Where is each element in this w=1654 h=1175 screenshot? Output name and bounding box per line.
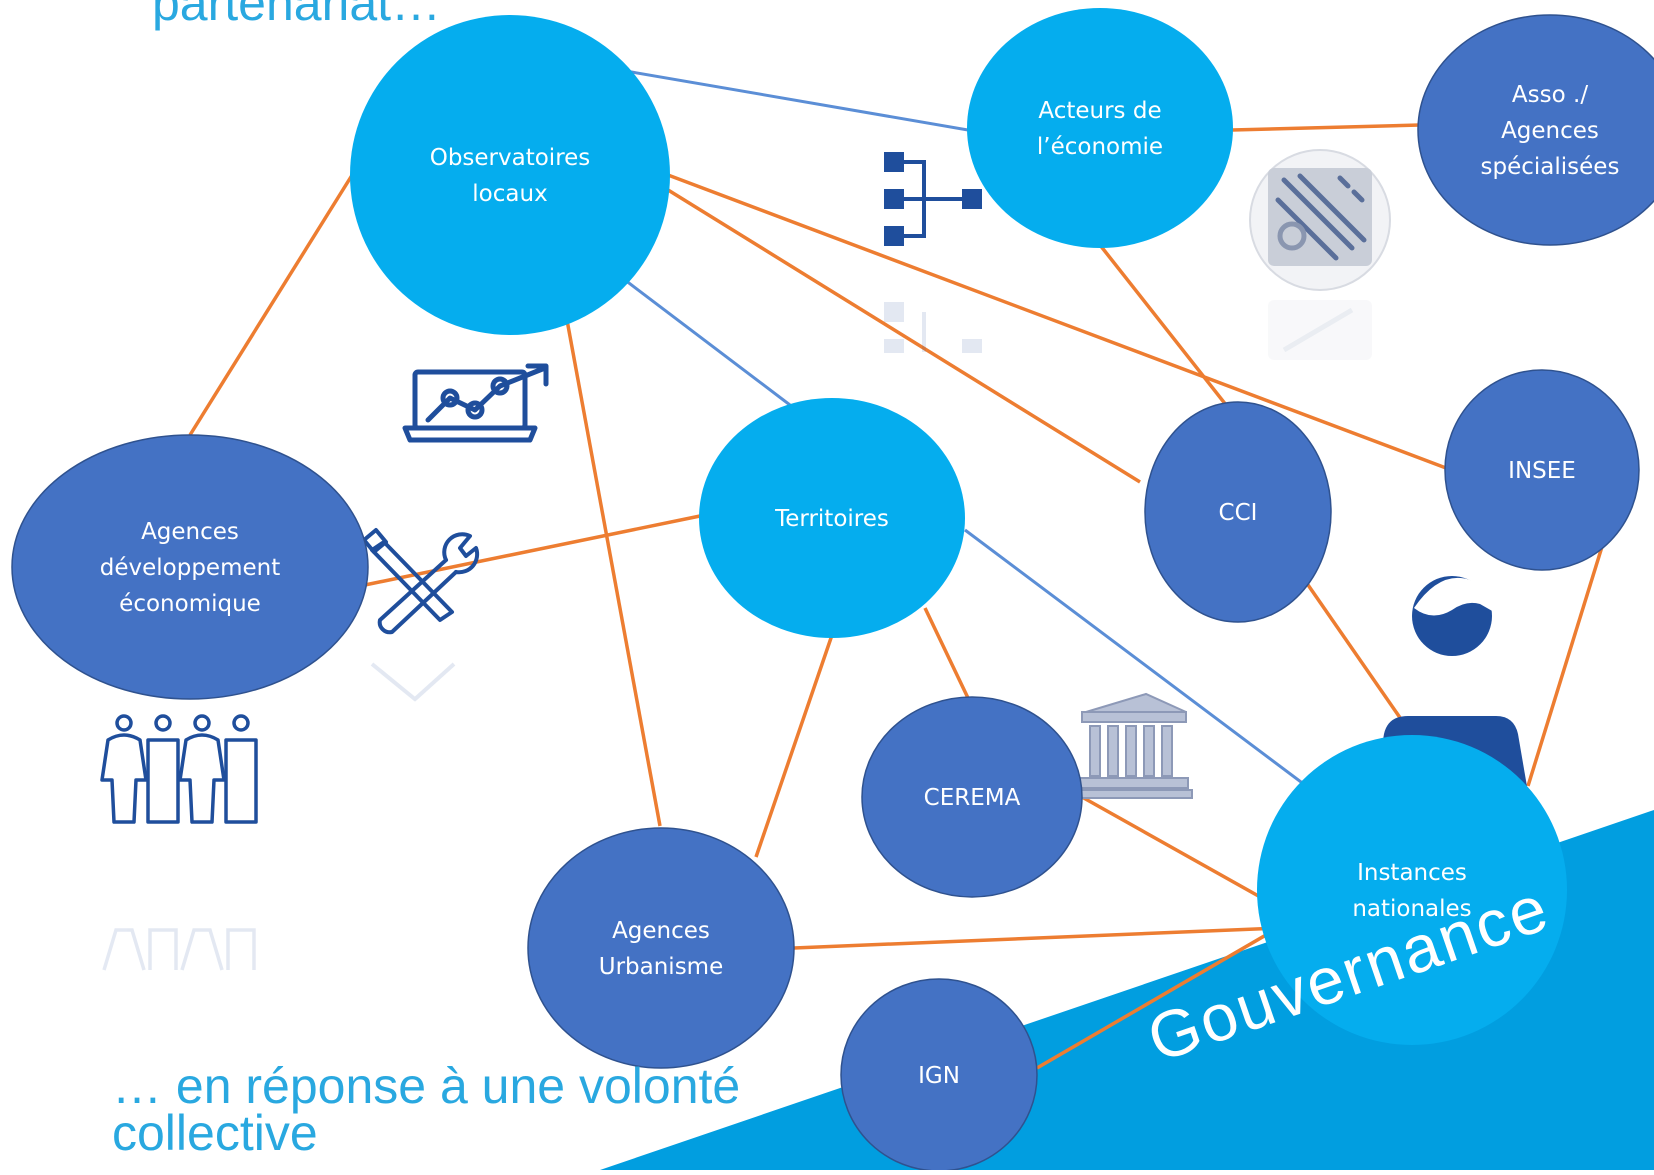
link-territoires-instances	[964, 528, 1306, 787]
node-cci: CCI	[1144, 401, 1332, 623]
analytics-laptop-icon	[402, 363, 549, 443]
node-cerema-label: CEREMA	[924, 785, 1021, 811]
node-acteurs-label: Acteurs de	[1038, 98, 1161, 124]
link-territoires-cerema	[923, 607, 970, 699]
link-observatoires-agences-dev	[188, 171, 356, 436]
node-observatoires-label: locaux	[472, 181, 547, 207]
link-observatoires-insee	[667, 173, 1447, 470]
link-territoires-agences-dev	[359, 514, 701, 588]
node-cerema: CEREMA	[861, 696, 1083, 898]
node-instances: Instances nationales	[1257, 735, 1567, 1045]
link-observatoires-cci	[659, 183, 1141, 484]
node-asso-label: Agences	[1501, 118, 1599, 144]
tools-cross-icon-reflection	[370, 662, 456, 702]
node-ign: IGN	[840, 978, 1038, 1172]
node-instances-shape	[1257, 735, 1567, 1045]
node-agences-urba-label: Urbanisme	[599, 954, 724, 980]
node-agences-urba-shape	[527, 827, 795, 1069]
bottom-heading: … en réponse à une volonté collective	[112, 1058, 741, 1161]
link-territoires-agences-urba	[754, 634, 834, 858]
node-insee-label: INSEE	[1508, 458, 1576, 484]
link-insee-instances	[1526, 536, 1607, 787]
link-cci-instances	[1304, 581, 1414, 736]
top-heading: partenariat…	[152, 0, 442, 31]
node-territoires-shape	[699, 398, 965, 638]
node-cerema-shape	[861, 696, 1083, 898]
node-instances-label: nationales	[1352, 896, 1471, 922]
node-acteurs-shape	[967, 8, 1233, 248]
node-cci-shape	[1144, 401, 1332, 623]
node-insee-shape	[1444, 369, 1640, 571]
link-acteurs-asso	[1231, 123, 1421, 132]
node-observatoires-shape	[350, 15, 670, 335]
bottom-heading-line1: … en réponse à une volonté	[112, 1058, 741, 1114]
node-observatoires-label: Observatoires	[430, 145, 591, 171]
node-acteurs-label: l’économie	[1037, 134, 1163, 160]
toolbox-icon-reflection	[1268, 300, 1372, 360]
tools-cross-icon	[362, 528, 480, 635]
node-territoires: Territoires	[699, 398, 965, 638]
link-observatoires-acteurs	[619, 68, 969, 132]
bottom-heading-line2: collective	[112, 1105, 318, 1161]
node-agences-dev-label: développement	[100, 555, 280, 581]
bank-building-icon	[1075, 692, 1193, 799]
hierarchy-icon-reflection	[884, 302, 982, 353]
node-insee: INSEE	[1444, 369, 1640, 571]
toolbox-icon	[1249, 149, 1391, 291]
people-group-icon	[100, 714, 258, 824]
link-observatoires-agences-urba	[565, 319, 662, 827]
link-observatoires-territoires	[624, 278, 791, 407]
node-instances-label: Instances	[1357, 860, 1467, 886]
node-cci-label: CCI	[1219, 500, 1258, 526]
node-asso-shape	[1417, 14, 1654, 246]
node-agences-dev-shape	[11, 434, 369, 700]
link-cerema-instances	[1081, 795, 1263, 900]
node-territoires-label: Territoires	[774, 506, 889, 532]
node-asso-label: Asso ./	[1512, 82, 1588, 108]
link-acteurs-cci	[1098, 243, 1232, 412]
node-acteurs: Acteurs de l’économie	[967, 8, 1233, 248]
node-agences-dev-label: économique	[119, 591, 261, 617]
node-agences-dev-label: Agences	[141, 519, 239, 545]
node-agences-urba-label: Agences	[612, 918, 710, 944]
link-agences-urba-instances	[793, 926, 1281, 950]
node-agences-dev: Agences développement économique	[11, 434, 369, 700]
people-group-icon-reflection	[102, 928, 256, 971]
node-asso: Asso ./ Agences spécialisées	[1417, 14, 1654, 246]
node-asso-label: spécialisées	[1481, 154, 1620, 180]
node-observatoires: Observatoires locaux	[350, 15, 670, 335]
link-ign-instances	[1036, 926, 1279, 1070]
node-ign-label: IGN	[918, 1063, 960, 1089]
hierarchy-icon	[884, 152, 982, 246]
